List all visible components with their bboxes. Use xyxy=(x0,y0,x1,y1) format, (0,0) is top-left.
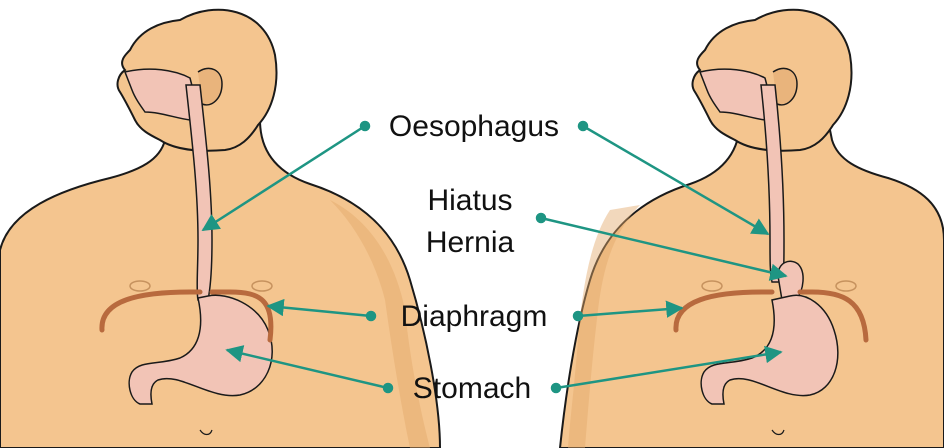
oesophagus-dot-right xyxy=(579,122,587,130)
hernia-torso xyxy=(560,120,944,448)
label-diaphragm: Diaphragm xyxy=(401,300,548,333)
diaphragm-dot-right xyxy=(574,312,582,320)
normal-anatomy-figure xyxy=(0,10,440,448)
hernia-anatomy-figure xyxy=(560,10,944,448)
label-hernia: Hernia xyxy=(426,226,515,259)
diaphragm-dot-left xyxy=(367,312,375,320)
hiatus-dot xyxy=(537,214,545,222)
label-stomach: Stomach xyxy=(413,372,531,405)
oesophagus-dot-left xyxy=(361,122,369,130)
label-oesophagus: Oesophagus xyxy=(389,110,559,143)
stomach-dot-right xyxy=(552,384,560,392)
stomach-dot-left xyxy=(384,384,392,392)
normal-torso xyxy=(0,120,440,448)
label-hiatus: Hiatus xyxy=(427,184,512,217)
